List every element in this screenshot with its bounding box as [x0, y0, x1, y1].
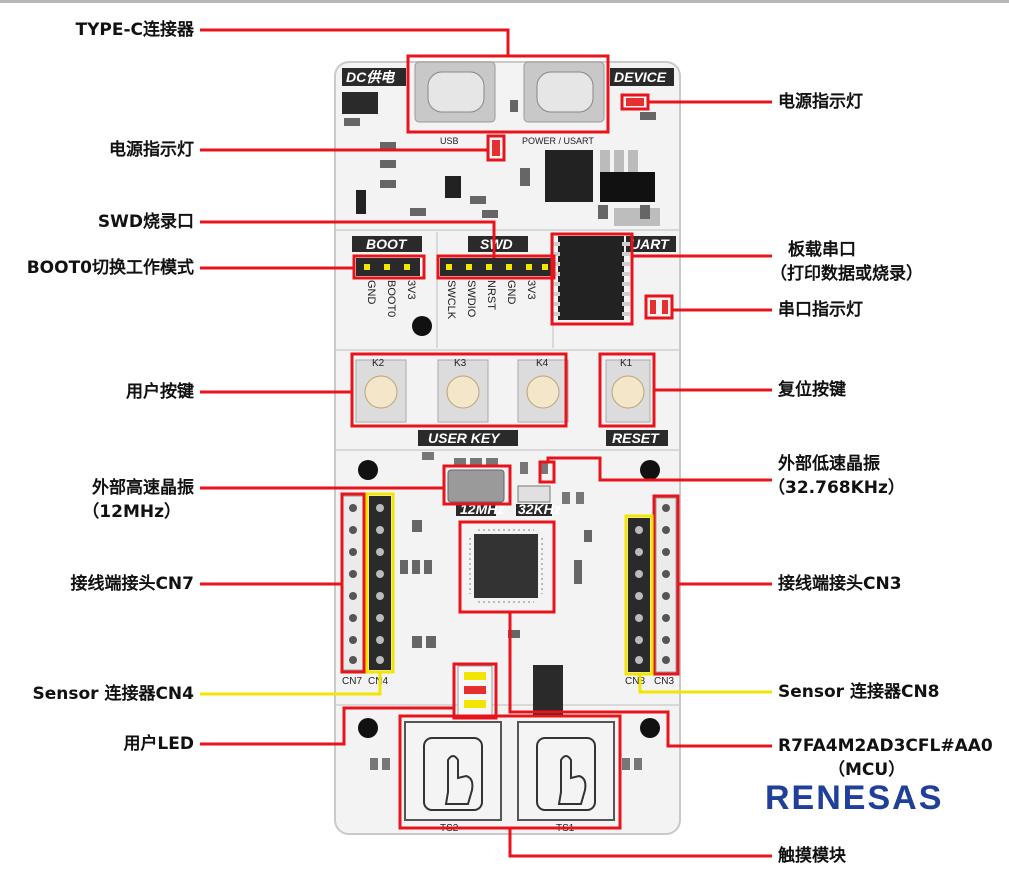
crystal-12mhz: [447, 469, 505, 503]
cn3-silk: CN3: [654, 676, 674, 687]
cn8-silk: CN8: [625, 676, 645, 687]
callout-hse-line2: （12MHz）: [82, 502, 181, 522]
uart-chip: [558, 236, 624, 320]
callout-typec: TYPE-C连接器: [75, 20, 194, 40]
callout-lse-line1: 外部低速晶振: [778, 454, 880, 474]
callout-cn3: 接线端接头CN3: [778, 574, 902, 594]
callout-touch: 触摸模块: [778, 846, 846, 866]
callout-cn8: Sensor 连接器CN8: [778, 682, 940, 702]
callout-power-led-left: 电源指示灯: [109, 140, 194, 160]
key-label-k2: K2: [372, 358, 385, 369]
boot-pin-gnd: GND: [365, 280, 377, 305]
key-label-k4: K4: [536, 358, 549, 369]
callout-power-led-right: 电源指示灯: [778, 92, 863, 112]
uart-header: UART: [630, 236, 670, 252]
swd-pin-nrst: NRST: [485, 280, 497, 310]
callout-uart-line2: （打印数据或烧录）: [770, 264, 923, 284]
swd-pin-gnd: GND: [505, 280, 517, 305]
swd-header: SWD: [480, 236, 513, 252]
callout-cn7: 接线端接头CN7: [70, 574, 194, 594]
callout-boot0: BOOT0切换工作模式: [26, 258, 194, 278]
key-label-k3: K3: [454, 358, 467, 369]
swd-pin-swdio: SWDIO: [465, 280, 477, 318]
callout-uart-led: 串口指示灯: [778, 300, 863, 320]
boot-header: BOOT: [366, 236, 408, 252]
touch-pad-ts2: [404, 721, 502, 821]
mcu-chip: [474, 534, 538, 598]
reset-header: RESET: [612, 430, 660, 446]
usb-silk: USB: [440, 136, 459, 146]
swd-pin-swclk: SWCLK: [445, 280, 457, 320]
callout-swd: SWD烧录口: [97, 212, 194, 232]
callout-hse-line1: 外部高速晶振: [92, 478, 194, 498]
callout-user-led: 用户LED: [123, 734, 194, 754]
user-keys: [355, 359, 651, 423]
mcu-highlight: [458, 520, 556, 614]
callout-mcu-line1: R7FA4M2AD3CFL#AA0: [778, 736, 993, 756]
key-label-k1: K1: [620, 358, 633, 369]
swd-pin-3v3: 3V3: [525, 280, 537, 300]
power-usart-silk: POWER / USART: [522, 136, 594, 146]
device-header: DEVICE: [614, 69, 667, 85]
callout-cn4: Sensor 连接器CN4: [32, 684, 194, 704]
boot-pin-boot0: BOOT0: [385, 280, 397, 317]
callout-mcu-line2: （MCU）: [828, 760, 906, 780]
dc-power-header: DC供电: [346, 69, 395, 85]
touch-pad-ts1: [517, 721, 615, 821]
callout-lse-line2: （32.768KHz）: [768, 478, 905, 498]
renesas-logo: RENESAS: [765, 779, 944, 817]
crystal-32khz: [517, 485, 551, 503]
user-key-header: USER KEY: [428, 430, 501, 446]
cn4-silk: CN4: [368, 676, 388, 687]
top-border: [0, 0, 1009, 3]
crystal-32khz-silk: 32KHz: [518, 501, 561, 517]
callout-user-key: 用户按键: [126, 382, 194, 402]
boot-pin-3v3: 3V3: [405, 280, 417, 300]
callout-reset-key: 复位按键: [778, 380, 846, 400]
cn7-silk: CN7: [342, 676, 362, 687]
callout-uart-line1: 板载串口: [788, 240, 856, 260]
